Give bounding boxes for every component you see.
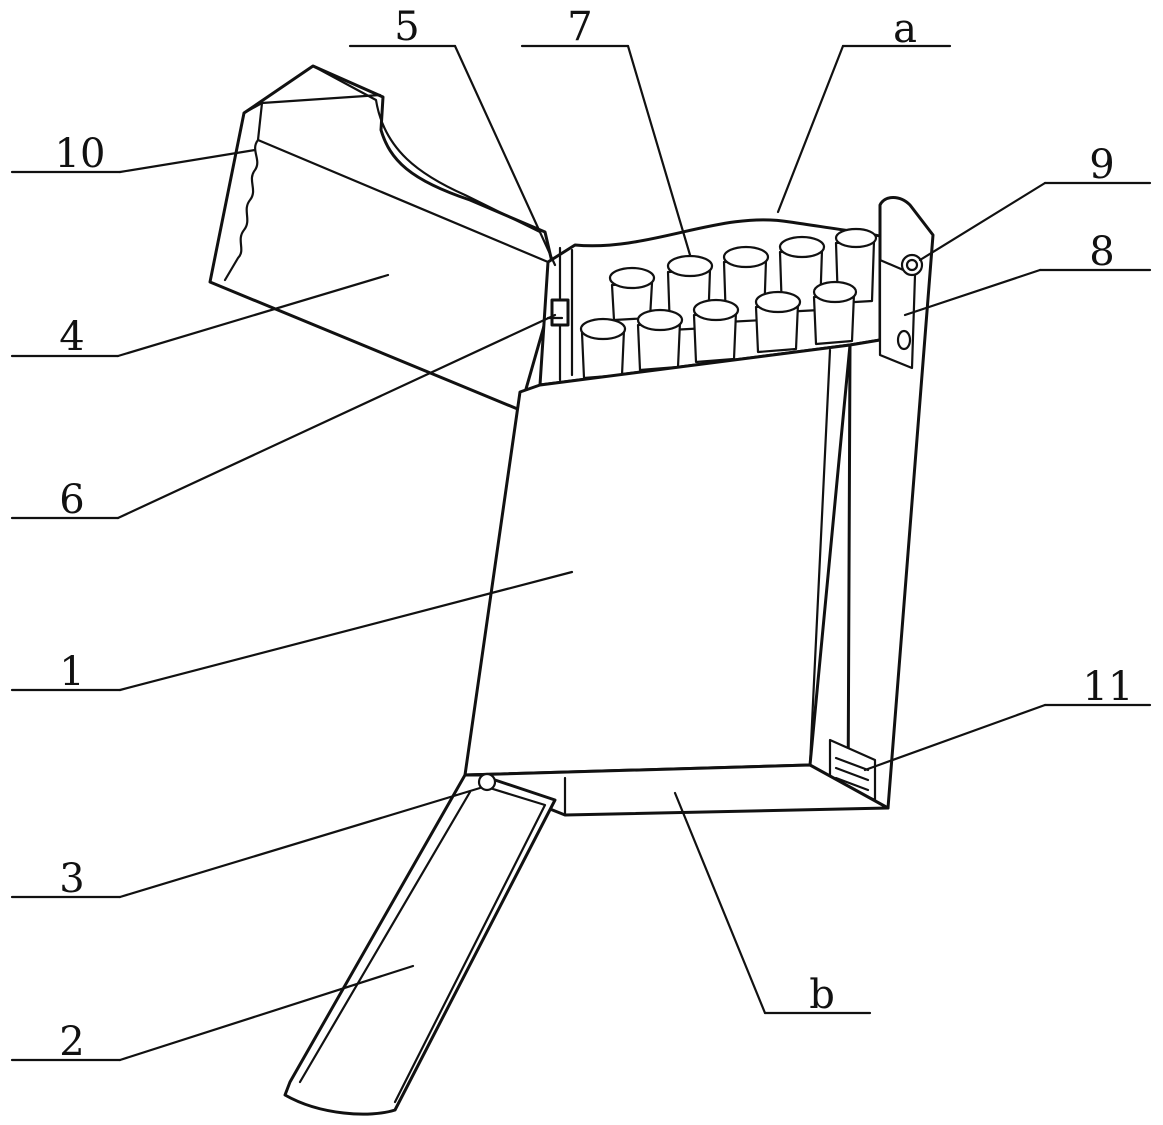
label-3: 3 bbox=[59, 856, 84, 902]
label-b: b bbox=[809, 972, 835, 1018]
clip-part bbox=[548, 300, 568, 325]
label-2: 2 bbox=[59, 1019, 84, 1065]
lower-cover bbox=[285, 774, 555, 1114]
flip-lid bbox=[210, 66, 560, 410]
label-8: 8 bbox=[1089, 229, 1114, 275]
label-1: 1 bbox=[59, 649, 84, 695]
label-11: 11 bbox=[1083, 664, 1134, 710]
label-10: 10 bbox=[55, 131, 106, 177]
knob bbox=[902, 255, 922, 275]
label-a: a bbox=[893, 6, 917, 52]
front-panel bbox=[465, 345, 850, 775]
hinge-pin bbox=[479, 774, 495, 790]
label-7: 7 bbox=[567, 4, 592, 50]
label-6: 6 bbox=[59, 477, 84, 523]
label-9: 9 bbox=[1089, 142, 1114, 188]
label-4: 4 bbox=[59, 314, 84, 360]
label-5: 5 bbox=[394, 4, 419, 50]
